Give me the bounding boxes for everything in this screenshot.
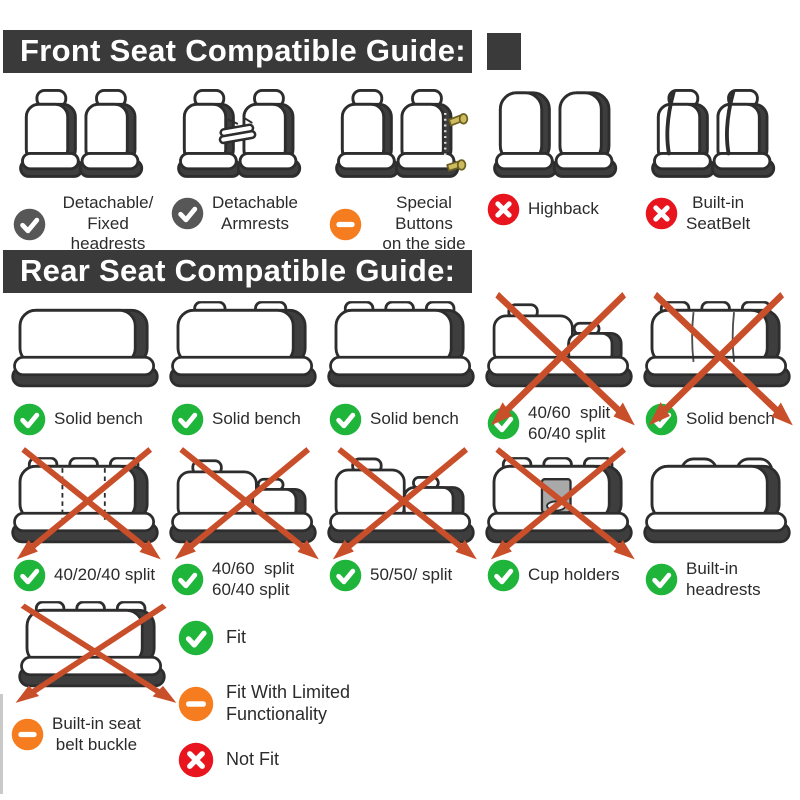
rear-row3-item-1-status-icon [11, 718, 44, 751]
front-item-3-status-icon [329, 208, 362, 241]
rear-bench-40-20-40-illustration [8, 450, 162, 554]
rear-bench-two-headrests-illustration [166, 294, 320, 398]
rear-bench-plain-illustration [8, 294, 162, 398]
rear-bench-40-60-split-illustration [166, 450, 320, 554]
legend-limited-dash-icon [178, 686, 214, 722]
rear-item-50-50-split: 50/50/ split [322, 450, 480, 600]
rear-item-cup-holders: Cup holders [480, 450, 638, 600]
left-edge-artifact-line [0, 694, 3, 794]
rear-item-contoured-bench-crossed: Solid bench [638, 294, 796, 444]
front-item-3-label: Special Buttons on the side [382, 193, 466, 254]
front-item-special-buttons: Special Buttons on the side [322, 84, 480, 255]
rear-row2-item-2-status-icon [171, 563, 204, 596]
rear-row2-item-5-status-icon [645, 563, 678, 596]
banner-end-block [487, 33, 521, 70]
rear-guide-title: Rear Seat Compatible Guide: [20, 253, 456, 288]
rear-row1-item-3-status-icon [329, 403, 362, 436]
rear-row2-item-5-label: Built-in headrests [686, 559, 761, 599]
front-item-4-status-icon [487, 193, 520, 226]
legend-item-fit: Fit [178, 620, 350, 656]
front-guide-row: Detachable/ Fixed headrests Detachable A… [6, 84, 798, 255]
rear-guide-banner: Rear Seat Compatible Guide: [3, 250, 472, 293]
rear-guide-row-2: 40/20/40 split 40/60 split 60/40 split [6, 450, 798, 600]
front-seats-highback-illustration [482, 84, 636, 188]
rear-row2-item-4-label: Cup holders [528, 565, 620, 585]
legend-item-limited: Fit With Limited Functionality [178, 682, 350, 726]
legend: Fit Fit With Limited Functionality Not F… [178, 620, 350, 778]
rear-row2-item-1-label: 40/20/40 split [54, 565, 156, 585]
legend-fit-label: Fit [226, 627, 246, 648]
rear-item-40-60-split-crossed: 40/60 split 60/40 split [480, 294, 638, 444]
rear-item-built-in-seat-belt-buckle: Built-in seat belt buckle [6, 606, 178, 755]
rear-row1-item-4-status-icon [487, 407, 520, 440]
front-item-detachable-headrests: Detachable/ Fixed headrests [6, 84, 164, 255]
front-seats-detachable-armrests-illustration [166, 84, 320, 188]
front-guide-title: Front Seat Compatible Guide: [20, 33, 466, 68]
rear-bench-50-50-split-illustration [324, 450, 478, 554]
rear-row3-item-1-label: Built-in seat belt buckle [52, 714, 141, 754]
legend-limited-label: Fit With Limited Functionality [226, 682, 351, 724]
rear-row1-item-1-status-icon [13, 403, 46, 436]
rear-row1-item-1-label: Solid bench [54, 409, 143, 429]
front-item-1-status-icon [13, 208, 46, 241]
rear-item-solid-bench-two-headrests: Solid bench [164, 294, 322, 444]
rear-item-40-20-40-split: 40/20/40 split [6, 450, 164, 600]
rear-bench-built-in-headrests-illustration [640, 450, 794, 554]
front-item-2-label: Detachable Armrests [212, 193, 299, 233]
front-seats-detachable-headrests-illustration [8, 84, 162, 188]
rear-row2-item-3-status-icon [329, 559, 362, 592]
front-item-1-label: Detachable/ Fixed headrests [62, 193, 154, 254]
rear-row1-item-2-status-icon [171, 403, 204, 436]
rear-item-solid-bench-plain: Solid bench [6, 294, 164, 444]
rear-bench-contoured-three-headrests-illustration [640, 294, 794, 398]
rear-item-solid-bench-three-headrests: Solid bench [322, 294, 480, 444]
rear-row1-item-5-status-icon [645, 403, 678, 436]
rear-row1-item-2-label: Solid bench [212, 409, 301, 429]
legend-not-fit-x-icon [178, 742, 214, 778]
front-item-detachable-armrests: Detachable Armrests [164, 84, 322, 255]
legend-fit-check-icon [178, 620, 214, 656]
rear-row1-item-3-label: Solid bench [370, 409, 459, 429]
rear-row2-item-1-status-icon [13, 559, 46, 592]
front-item-5-label: Built-in SeatBelt [686, 193, 751, 233]
front-guide-banner: Front Seat Compatible Guide: [3, 30, 472, 73]
legend-item-not-fit: Not Fit [178, 742, 350, 778]
rear-row2-item-2-label: 40/60 split 60/40 split [212, 559, 295, 599]
bottom-section: Built-in seat belt buckle Fit Fit With L… [6, 606, 798, 800]
legend-not-fit-label: Not Fit [226, 748, 280, 769]
rear-item-built-in-headrests: Built-in headrests [638, 450, 796, 600]
rear-row2-item-3-label: 50/50/ split [370, 565, 453, 585]
front-item-5-status-icon [645, 197, 678, 230]
front-item-built-in-seatbelt: Built-in SeatBelt [638, 84, 796, 255]
rear-row1-item-4-label: 40/60 split 60/40 split [528, 403, 611, 443]
front-seats-side-buttons-illustration [324, 84, 478, 188]
rear-bench-three-headrests-illustration [324, 294, 478, 398]
rear-bench-40-60-split-illustration [482, 294, 636, 398]
front-item-2-status-icon [171, 197, 204, 230]
rear-row2-item-4-status-icon [487, 559, 520, 592]
rear-guide-row-1: Solid bench Solid bench Solid bench [6, 294, 798, 444]
front-item-4-label: Highback [528, 199, 599, 219]
rear-bench-cup-holders-illustration [482, 450, 636, 554]
front-item-highback: Highback [480, 84, 638, 255]
rear-item-40-60-split-2: 40/60 split 60/40 split [164, 450, 322, 600]
rear-bench-three-headrests-illustration [6, 606, 178, 698]
rear-row1-item-5-label: Solid bench [686, 409, 775, 429]
front-seats-built-in-seatbelt-illustration [640, 84, 794, 188]
